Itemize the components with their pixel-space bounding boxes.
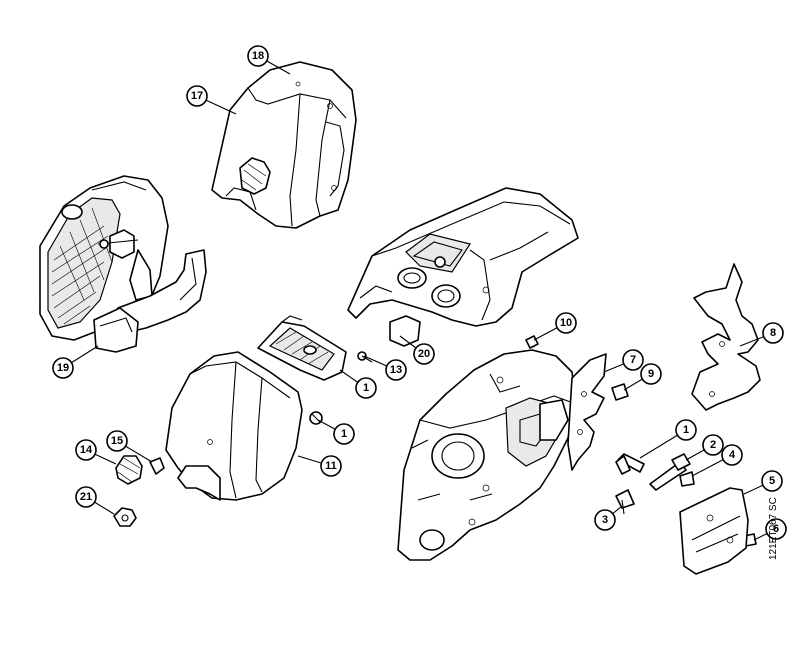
crankcase-part bbox=[397, 349, 577, 561]
callout-circle bbox=[622, 349, 644, 371]
callout-circle bbox=[762, 322, 784, 344]
callout-number: 1 bbox=[363, 382, 369, 394]
callout-number: 6 bbox=[773, 523, 779, 535]
callout-number: 19 bbox=[57, 362, 69, 374]
cylinder-cover-part bbox=[165, 351, 303, 501]
callout-circle bbox=[385, 359, 407, 381]
callout-7: 7 bbox=[622, 349, 644, 371]
callout-circle bbox=[555, 312, 577, 334]
callout-2: 2 bbox=[702, 434, 724, 456]
callout-number: 10 bbox=[560, 317, 572, 329]
callout-number: 18 bbox=[252, 50, 264, 62]
spike-bumper-large-part bbox=[691, 263, 761, 411]
callout-circle bbox=[721, 444, 743, 466]
callout-19: 19 bbox=[52, 357, 74, 379]
callout-circle bbox=[186, 85, 208, 107]
callout-circle bbox=[413, 343, 435, 365]
callout-1: 1 bbox=[333, 423, 355, 445]
callout-13: 13 bbox=[385, 359, 407, 381]
callout-number: 20 bbox=[418, 348, 430, 360]
callout-circle bbox=[640, 363, 662, 385]
callout-number: 5 bbox=[769, 475, 775, 487]
callout-number: 8 bbox=[770, 327, 776, 339]
callout-14: 14 bbox=[75, 439, 97, 461]
document-code: 121ET067 SC bbox=[768, 497, 779, 560]
callout-5: 5 bbox=[761, 470, 783, 492]
callout-1: 1 bbox=[675, 419, 697, 441]
callout-15: 15 bbox=[106, 430, 128, 452]
callout-21: 21 bbox=[75, 486, 97, 508]
callout-circle bbox=[702, 434, 724, 456]
callout-10: 10 bbox=[555, 312, 577, 334]
callout-circle bbox=[52, 357, 74, 379]
callout-number: 1 bbox=[683, 424, 689, 436]
callout-8: 8 bbox=[762, 322, 784, 344]
callout-circle bbox=[765, 518, 787, 540]
filter-plate-part bbox=[257, 315, 347, 381]
callout-circle bbox=[761, 470, 783, 492]
callout-circle bbox=[75, 439, 97, 461]
callout-6: 6 bbox=[765, 518, 787, 540]
callout-1: 1 bbox=[355, 377, 377, 399]
callout-number: 4 bbox=[729, 449, 736, 461]
callout-circle bbox=[594, 509, 616, 531]
guide-plate-part bbox=[679, 487, 749, 575]
starter-housing-part bbox=[39, 175, 207, 353]
callout-number: 11 bbox=[325, 460, 337, 472]
callout-20: 20 bbox=[413, 343, 435, 365]
callout-circle bbox=[75, 486, 97, 508]
callout-18: 18 bbox=[247, 45, 269, 67]
callout-number: 21 bbox=[80, 491, 92, 503]
spike-bumper-small-part bbox=[567, 353, 607, 471]
callout-circle bbox=[355, 377, 377, 399]
callout-number: 14 bbox=[80, 444, 93, 456]
callout-number: 13 bbox=[390, 364, 402, 376]
callout-number: 7 bbox=[630, 354, 636, 366]
callout-3: 3 bbox=[594, 509, 616, 531]
callout-circle bbox=[675, 419, 697, 441]
callout-circle bbox=[320, 455, 342, 477]
top-cover-part bbox=[347, 187, 579, 347]
stud-parts bbox=[615, 453, 695, 491]
callout-number: 15 bbox=[111, 435, 123, 447]
callout-number: 3 bbox=[602, 514, 608, 526]
callout-circle bbox=[247, 45, 269, 67]
callout-4: 4 bbox=[721, 444, 743, 466]
callout-17: 17 bbox=[186, 85, 208, 107]
callout-number: 17 bbox=[191, 90, 203, 102]
callout-circle bbox=[106, 430, 128, 452]
callout-number: 2 bbox=[710, 439, 716, 451]
callout-number: 9 bbox=[648, 368, 654, 380]
callout-9: 9 bbox=[640, 363, 662, 385]
callout-number: 1 bbox=[341, 428, 347, 440]
callout-circle bbox=[333, 423, 355, 445]
shroud-cover-part bbox=[211, 61, 357, 229]
callout-11: 11 bbox=[320, 455, 342, 477]
